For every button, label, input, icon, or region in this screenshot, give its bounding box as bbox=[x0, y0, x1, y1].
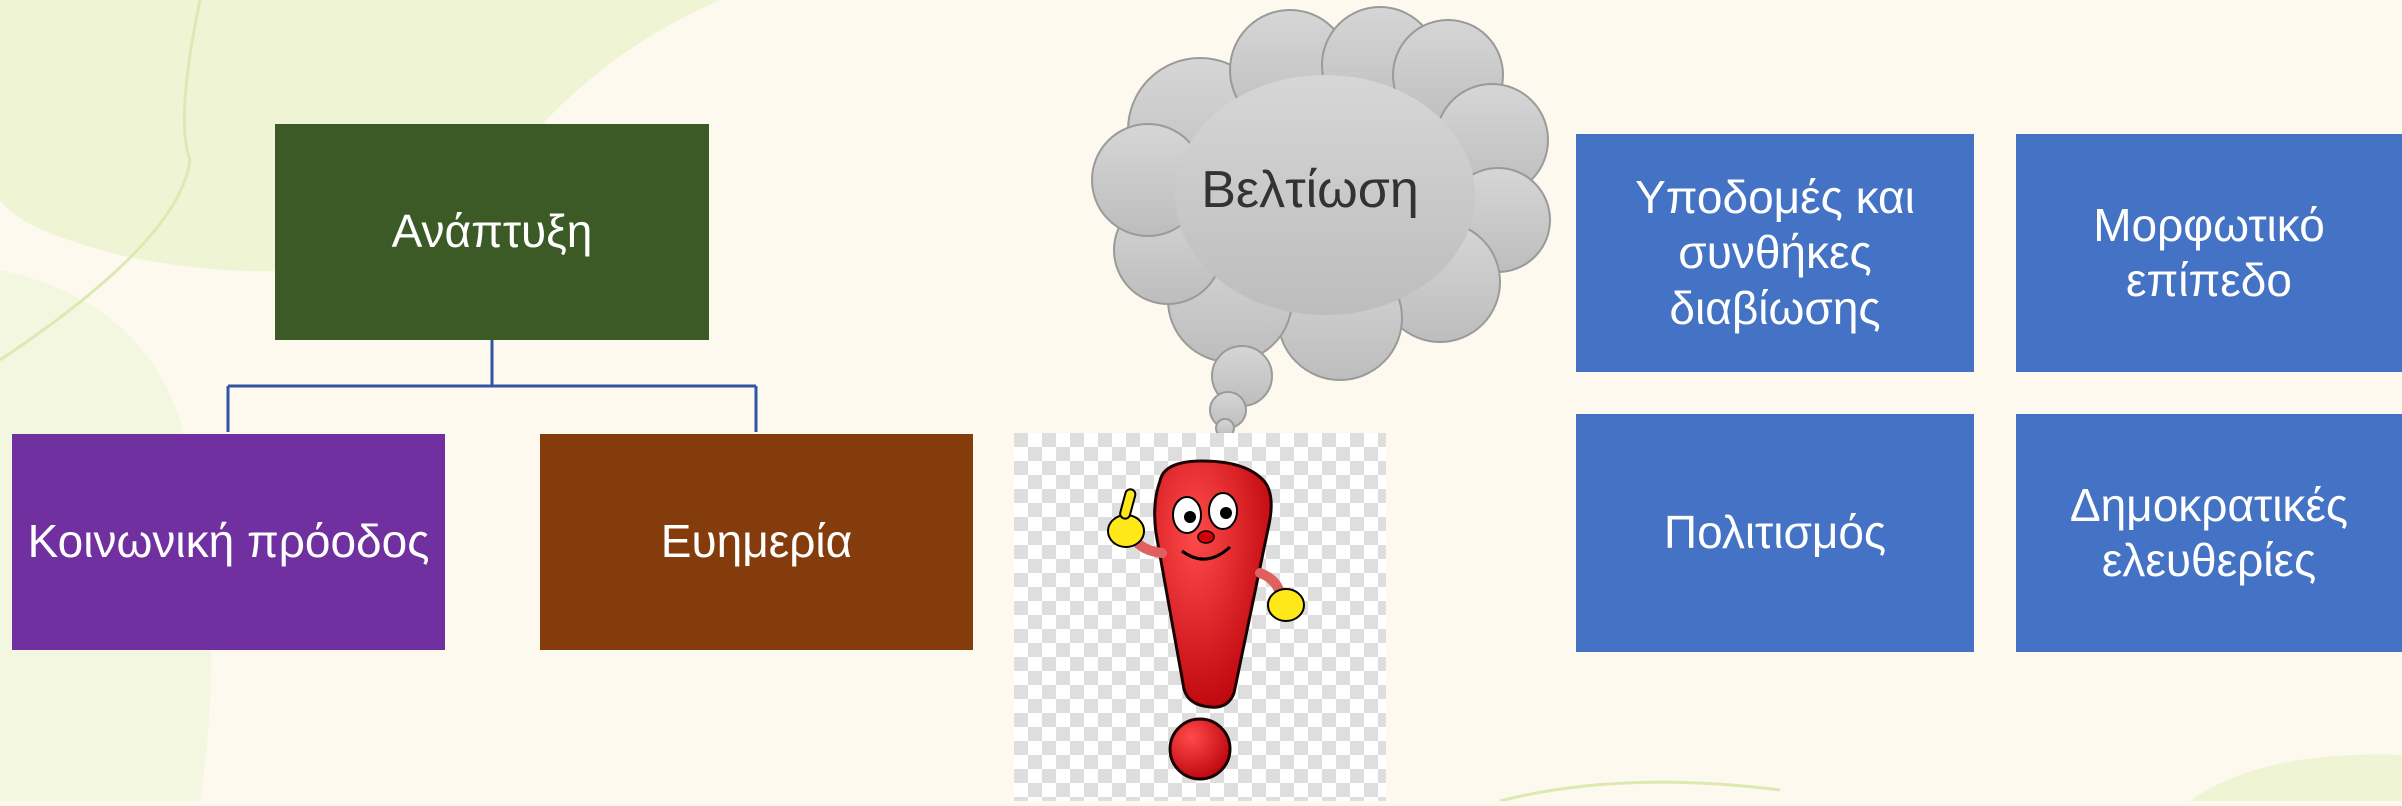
tile-label: Δημοκρατικές ελευθερίες bbox=[2069, 478, 2349, 586]
thought-cloud bbox=[1091, 6, 1551, 438]
tile-label: Πολιτισμός bbox=[1663, 506, 1887, 559]
tile-democratic-freedoms: Δημοκρατικές ελευθερίες bbox=[2016, 414, 2402, 652]
tile-label: Μορφωτικό επίπεδο bbox=[2093, 198, 2325, 306]
child-box-social-progress: Κοινωνική πρόοδος bbox=[12, 434, 445, 650]
root-label: Ανάπτυξη bbox=[391, 205, 593, 258]
child-label: Ευημερία bbox=[660, 515, 853, 568]
tile-education: Μορφωτικό επίπεδο bbox=[2016, 134, 2402, 372]
cloud-label: Βελτίωση bbox=[1201, 161, 1419, 219]
child-label: Κοινωνική πρόοδος bbox=[27, 515, 430, 568]
child-box-prosperity: Ευημερία bbox=[540, 434, 973, 650]
exclamation-mark-cartoon-icon bbox=[1014, 433, 1386, 801]
tile-infrastructure: Υποδομές και συνθήκες διαβίωσης bbox=[1576, 134, 1974, 372]
tile-culture: Πολιτισμός bbox=[1576, 414, 1974, 652]
tile-label: Υποδομές και συνθήκες διαβίωσης bbox=[1635, 171, 1915, 334]
root-box: Ανάπτυξη bbox=[275, 124, 709, 340]
